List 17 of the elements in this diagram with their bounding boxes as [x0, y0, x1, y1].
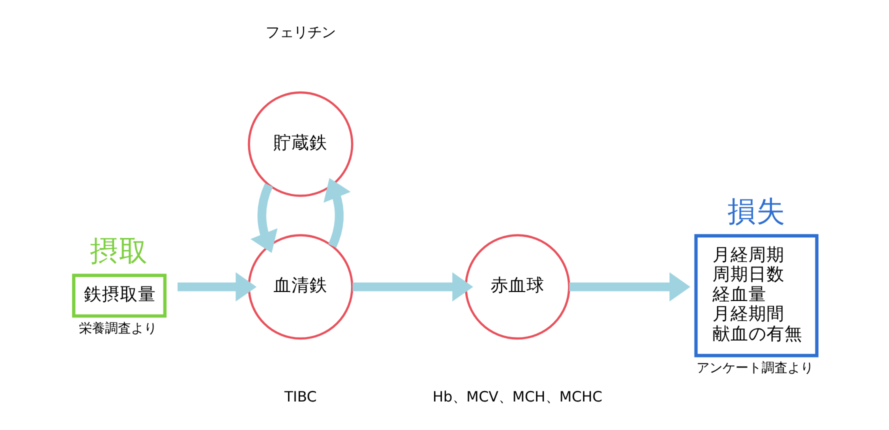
- node-box: 鉄摂取量: [72, 273, 166, 318]
- arrow: [352, 272, 473, 301]
- node-circle: 血清鉄: [247, 234, 353, 340]
- node-label: 損失: [726, 193, 785, 228]
- node-label: 摂取: [90, 232, 148, 267]
- node-label: アンケート調査より: [696, 360, 814, 376]
- node-circle: 赤血球: [464, 234, 570, 340]
- node-label: フェリチン: [265, 24, 336, 40]
- node-circle: 貯蔵鉄: [247, 90, 353, 196]
- node-label: 栄養調査より: [78, 321, 157, 336]
- arrow: [177, 272, 256, 301]
- arrow: [323, 177, 350, 248]
- arrow: [568, 272, 690, 301]
- node-box: 月経周期 周期日数 経血量 月経期間 献血の有無: [694, 234, 818, 357]
- arrow: [250, 182, 278, 253]
- node-label: TIBC: [284, 389, 316, 406]
- node-label: Hb、MCV、MCH、MCHC: [432, 389, 602, 406]
